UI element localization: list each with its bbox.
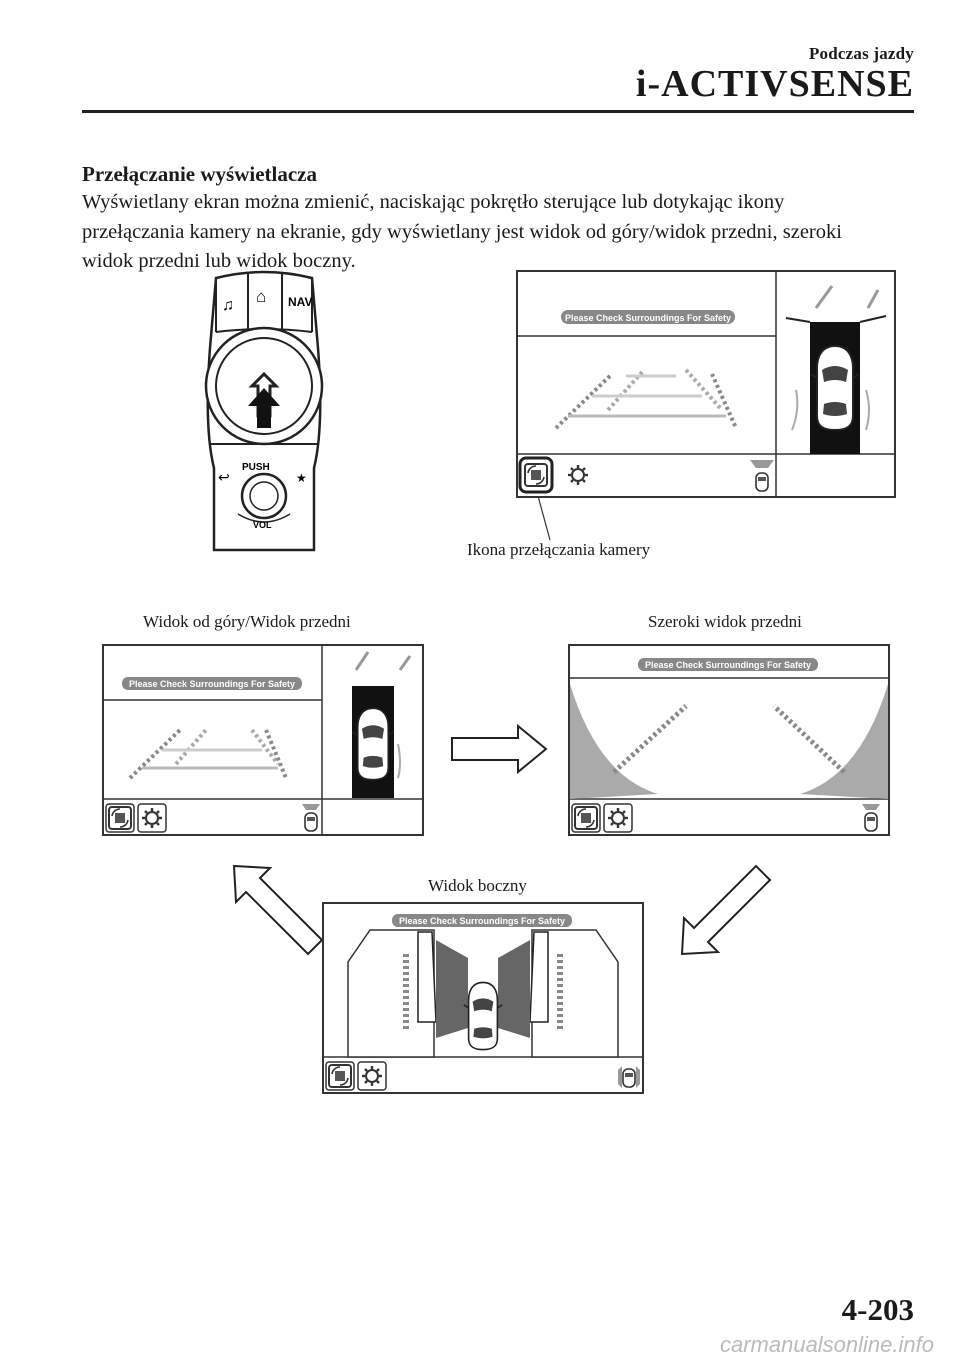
screen-top-front-view: Please Check Surroundings For Safety	[102, 644, 424, 836]
music-button-label: ♫	[222, 297, 234, 314]
screen-top-front-example: Please Check Surroundings For Safety	[516, 270, 896, 498]
home-button-label: ⌂	[256, 287, 266, 306]
callout-line	[537, 495, 551, 541]
arrow-down-left-icon	[680, 864, 772, 956]
page-number: 4-203	[841, 1292, 914, 1327]
paragraph-line: widok przedni lub widok boczny.	[82, 250, 356, 272]
camera-switch-callout: Ikona przełączania kamery	[467, 540, 651, 559]
vol-label: VOL	[253, 520, 272, 530]
favorite-button-label: ★	[296, 471, 307, 485]
arrow-up-left-icon	[232, 864, 324, 956]
view-caption-top-front: Widok od góry/Widok przedni	[143, 612, 351, 631]
header-chapter: i-ACTIVSENSE	[635, 63, 914, 105]
push-label: PUSH	[242, 462, 270, 473]
header-section: Podczas jazdy	[808, 44, 914, 63]
screen-side-view: Please Check Surroundings For Safety	[322, 902, 644, 1094]
safety-banner: Please Check Surroundings For Safety	[399, 916, 565, 926]
commander-knob-illustration: ♫ ⌂ NAV PUSH ↩ ★ VOL	[204, 270, 324, 552]
arrow-right-icon	[451, 724, 548, 774]
paragraph-line: Wyświetlany ekran można zmienić, naciska…	[82, 191, 785, 213]
body-paragraph: Wyświetlany ekran można zmienić, naciska…	[82, 188, 914, 277]
nav-button-label: NAV	[288, 295, 312, 309]
safety-banner: Please Check Surroundings For Safety	[129, 679, 295, 689]
safety-banner: Please Check Surroundings For Safety	[565, 313, 731, 323]
back-button-label: ↩	[218, 469, 230, 485]
safety-banner: Please Check Surroundings For Safety	[645, 660, 811, 670]
watermark: carmanualsonline.info	[719, 1332, 934, 1357]
section-title: Przełączanie wyświetlacza	[82, 162, 317, 186]
view-caption-side: Widok boczny	[428, 876, 527, 895]
paragraph-line: przełączania kamery na ekranie, gdy wyśw…	[82, 220, 842, 243]
screen-wide-front-view: Please Check Surroundings For Safety	[568, 644, 890, 836]
view-caption-wide-front: Szeroki widok przedni	[648, 612, 802, 631]
header-divider	[82, 110, 914, 113]
